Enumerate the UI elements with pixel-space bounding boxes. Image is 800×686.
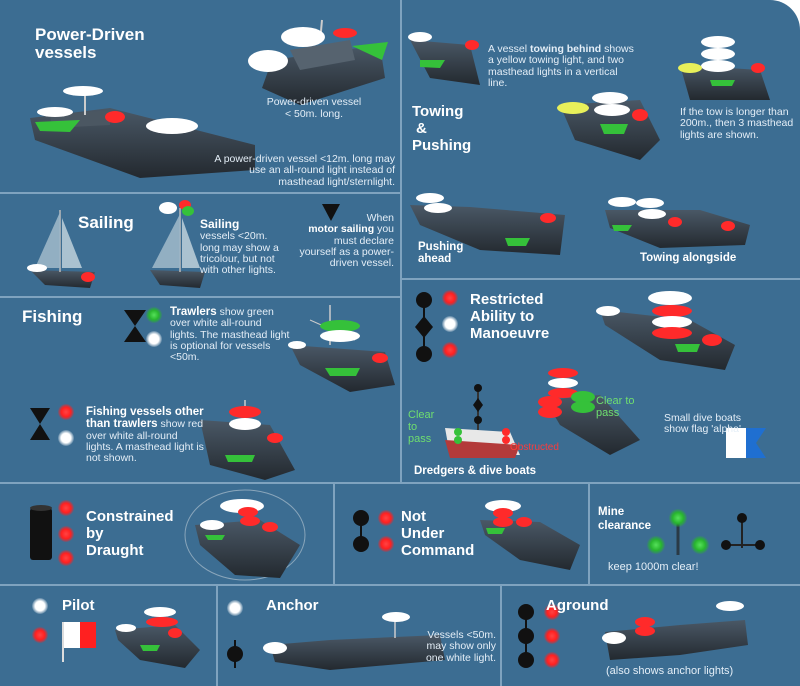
divider-vertical-top xyxy=(400,0,402,482)
power-note: A power-driven vessel <12m. long may use… xyxy=(214,153,395,188)
ram-title-1: Restricted xyxy=(470,291,544,308)
ram-title-3: Manoeuvre xyxy=(470,325,550,342)
cylinder-shape-icon xyxy=(30,505,52,560)
dredger-left xyxy=(445,384,520,458)
anchor-note: Vessels <50m. may show only one white li… xyxy=(425,629,496,664)
mine-lights-icon xyxy=(647,509,709,555)
sailboat-sidelights xyxy=(27,210,95,288)
divider-row-pilot xyxy=(0,584,800,586)
aground-note: (also shows anchor lights) xyxy=(606,665,734,677)
fishing-shapes-icon xyxy=(30,404,74,446)
towing-title-3: Pushing xyxy=(412,137,472,154)
tow-vessel-small xyxy=(408,32,480,85)
sailing-title: Sailing xyxy=(78,213,134,232)
towing-alongside-label: Towing alongside xyxy=(640,252,737,264)
pilot-red-light xyxy=(32,627,48,643)
towing-behind-note: A vessel towing behind shows a yellow to… xyxy=(488,43,634,89)
power-driven-title: Power-Driven vessels xyxy=(35,25,145,63)
trawler-vessel xyxy=(288,305,395,392)
clear-to-pass-left: Clear to pass xyxy=(408,409,435,445)
anchor-title: Anchor xyxy=(266,597,319,614)
cbd-light-1 xyxy=(58,500,74,516)
mine-shapes-icon xyxy=(721,513,765,550)
fishing-other-note: Fishing vessels other than trawlers show… xyxy=(86,406,204,465)
cbd-vessel xyxy=(184,489,306,581)
ram-title-2: Ability to xyxy=(470,308,535,325)
nuc-vessel xyxy=(480,500,580,570)
towing-title-1: Towing xyxy=(412,103,464,120)
towing-alongside-vessel xyxy=(605,197,750,248)
anchor-vessel xyxy=(263,612,445,670)
cbd-title-3: Draught xyxy=(86,542,144,559)
ram-vessel xyxy=(596,291,735,370)
tow-vessel-yellow-light xyxy=(557,92,660,160)
aground-vessel xyxy=(602,601,748,660)
anchor-ball-icon xyxy=(227,640,243,668)
dive-flag-note: Small dive boats show flag 'alpha' xyxy=(664,412,742,436)
towing-title-2: & xyxy=(416,120,427,137)
power-small-caption-1: Power-driven vessel xyxy=(266,96,362,108)
flag-hotel-icon xyxy=(62,622,96,662)
dredger-right xyxy=(538,368,640,455)
aground-title: Aground xyxy=(546,597,609,614)
nuc-title-1: Not xyxy=(401,508,426,525)
cbd-light-2 xyxy=(58,526,74,542)
alpha-flag-icon xyxy=(726,428,766,458)
clear-to-pass-right: Clear to pass xyxy=(596,395,635,419)
mine-note: keep 1000m clear! xyxy=(608,561,699,573)
nuc-shapes-icon xyxy=(353,510,394,552)
pilot-title: Pilot xyxy=(62,597,95,614)
fishing-vessel xyxy=(200,400,295,480)
cbd-light-3 xyxy=(58,550,74,566)
mine-title-2: clearance xyxy=(598,520,652,532)
trawlers-note: Trawlers show green over white all-round… xyxy=(170,306,290,364)
power-vessel-large xyxy=(30,86,255,178)
aground-shapes-icon xyxy=(518,604,560,668)
ram-shapes-icon xyxy=(415,290,458,362)
divider-sailing-fishing xyxy=(0,296,400,298)
power-small-caption-2: < 50m. long. xyxy=(284,108,344,120)
divider-towing-restricted xyxy=(402,278,800,280)
pilot-white-light xyxy=(32,598,48,614)
sailboat-tricolour xyxy=(150,200,205,288)
divider-power-sailing xyxy=(0,192,400,194)
mine-title-1: Mine xyxy=(598,506,625,518)
obstructed-label: Obstructed xyxy=(510,442,559,453)
divider-pilot-anchor xyxy=(216,586,218,686)
nuc-title-3: Command xyxy=(401,542,475,559)
fishing-title: Fishing xyxy=(22,307,83,326)
power-vessel-small xyxy=(248,19,388,105)
divider-row-constrained xyxy=(0,482,800,484)
pushing-ahead-vessel xyxy=(410,193,565,255)
pushing-ahead-label: Pushing ahead xyxy=(418,241,464,266)
motor-sailing-cone-icon xyxy=(322,204,340,221)
cbd-title-1: Constrained xyxy=(86,508,174,525)
long-tow-note: If the tow is longer than 200m., then 3 … xyxy=(680,106,794,141)
dredgers-label: Dredgers & dive boats xyxy=(414,465,537,477)
divider-anchor-aground xyxy=(500,586,502,686)
tow-vessel-long-tow xyxy=(678,36,770,100)
divider-constrained-nuc xyxy=(333,484,335,584)
anchor-light-icon xyxy=(227,600,243,616)
pilot-vessel xyxy=(115,607,200,668)
nuc-title-2: Under xyxy=(401,525,445,542)
divider-nuc-mine xyxy=(588,484,590,584)
trawler-shapes-icon xyxy=(124,307,162,347)
cbd-title-2: by xyxy=(86,525,104,542)
